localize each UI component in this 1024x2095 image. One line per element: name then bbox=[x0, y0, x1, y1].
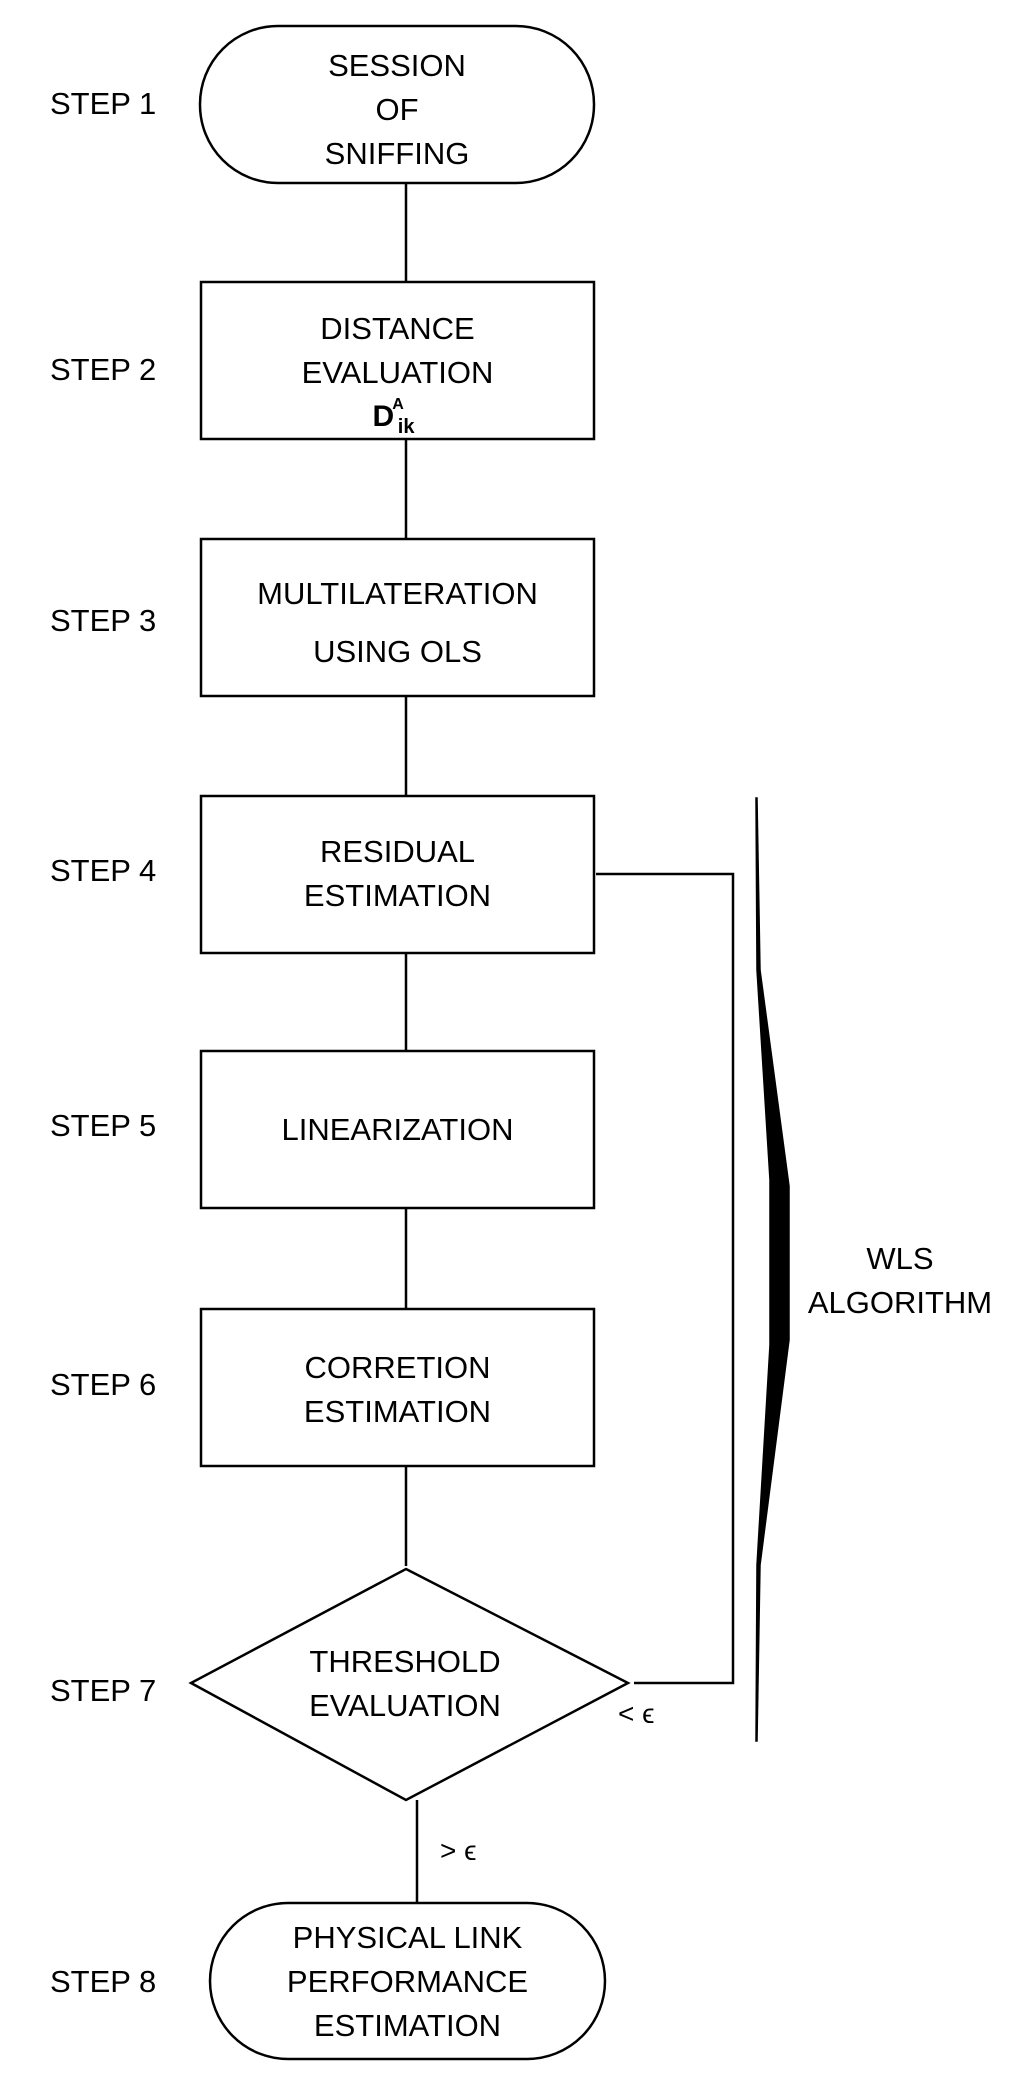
node-3-text: MULTILATERATION USING OLS bbox=[201, 565, 594, 681]
node-4-line-2: ESTIMATION bbox=[303, 878, 492, 913]
node-6-line-1: CORRETION bbox=[304, 1350, 491, 1385]
node-1-line-1: SESSION bbox=[328, 48, 466, 83]
node-2-line-2: EVALUATION bbox=[301, 355, 494, 390]
wls-bracket bbox=[755, 797, 790, 1742]
distance-symbol-subscript: ik bbox=[397, 416, 415, 438]
loop-back-line bbox=[596, 872, 735, 1685]
process-linearization bbox=[199, 1049, 596, 1210]
process-multilateration bbox=[199, 537, 596, 698]
node-4-line-1: RESIDUAL bbox=[319, 834, 476, 869]
node-8-line-2: PERFORMANCE bbox=[286, 1964, 529, 1999]
node-3-line-1: MULTILATERATION bbox=[257, 576, 538, 611]
node-2-line-1: DISTANCE bbox=[320, 311, 475, 346]
distance-symbol: DAik bbox=[201, 394, 594, 444]
step-8-label: STEP 8 bbox=[50, 1964, 157, 1999]
step-2-label: STEP 2 bbox=[50, 352, 157, 387]
decision-threshold-evaluation bbox=[188, 1567, 631, 1802]
node-6-text: CORRETION ESTIMATION bbox=[201, 1346, 594, 1434]
process-distance-evaluation bbox=[199, 280, 596, 441]
node-1-line-3: SNIFFING bbox=[324, 136, 470, 171]
node-7-line-1: THRESHOLD bbox=[309, 1644, 501, 1679]
step-3-label: STEP 3 bbox=[50, 603, 157, 638]
node-7-line-2: EVALUATION bbox=[309, 1688, 501, 1723]
step-6-label: STEP 6 bbox=[50, 1367, 157, 1402]
node-4-text: RESIDUAL ESTIMATION bbox=[201, 830, 594, 918]
distance-symbol-base: D bbox=[372, 400, 395, 433]
step-1-label: STEP 1 bbox=[50, 86, 157, 121]
node-1-line-2: OF bbox=[375, 92, 419, 127]
step-4-label: STEP 4 bbox=[50, 853, 157, 888]
terminator-physical-link-performance bbox=[208, 1901, 607, 2061]
node-8-line-1: PHYSICAL LINK bbox=[292, 1920, 523, 1955]
step-5-label: STEP 5 bbox=[50, 1108, 157, 1143]
process-corretion-estimation bbox=[199, 1307, 596, 1468]
exit-condition-label: > ϵ bbox=[440, 1835, 477, 1866]
wls-label-line-2: ALGORITHM bbox=[807, 1285, 993, 1320]
node-6-line-2: ESTIMATION bbox=[303, 1394, 492, 1429]
node-2-text: DISTANCE EVALUATION bbox=[201, 307, 594, 395]
node-8-text: PHYSICAL LINK PERFORMANCE ESTIMATION bbox=[210, 1916, 605, 2048]
wls-label-line-1: WLS bbox=[866, 1241, 934, 1276]
step-7-label: STEP 7 bbox=[50, 1673, 157, 1708]
loop-back-condition-label: < ϵ bbox=[618, 1698, 655, 1729]
node-1-text: SESSION OF SNIFFING bbox=[200, 44, 594, 176]
node-5-text: LINEARIZATION bbox=[201, 1108, 594, 1152]
distance-symbol-superscript: A bbox=[392, 396, 404, 413]
node-3-line-2: USING OLS bbox=[313, 634, 482, 669]
process-residual-estimation bbox=[199, 794, 596, 955]
node-7-text: THRESHOLD EVALUATION bbox=[280, 1640, 530, 1728]
terminator-session-of-sniffing bbox=[198, 24, 596, 185]
node-8-line-3: ESTIMATION bbox=[313, 2008, 502, 2043]
node-5-line-1: LINEARIZATION bbox=[281, 1112, 514, 1147]
wls-algorithm-label: WLS ALGORITHM bbox=[790, 1237, 1010, 1325]
